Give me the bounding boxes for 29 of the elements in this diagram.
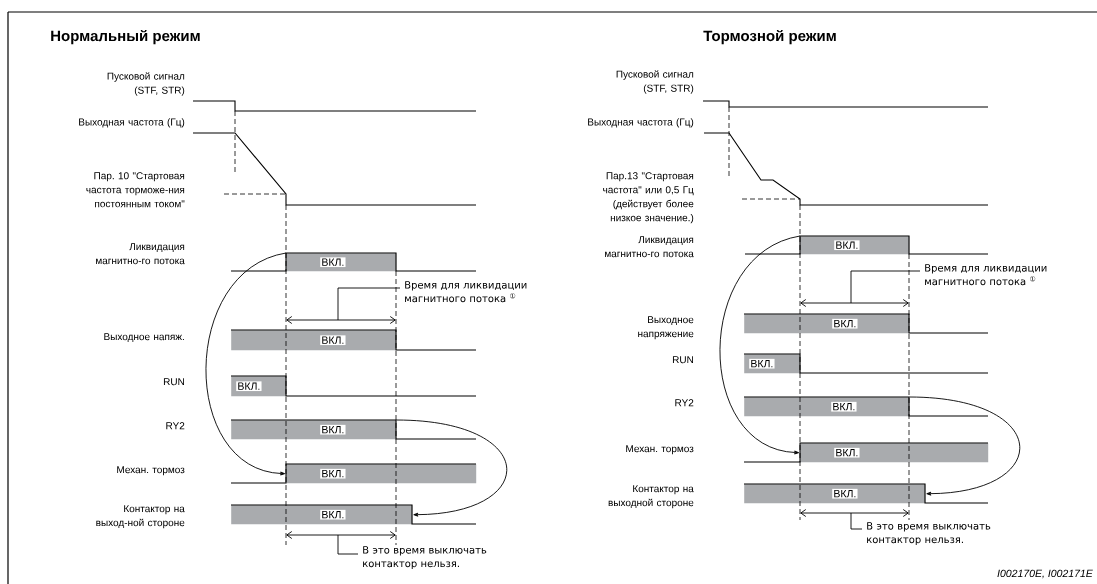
signal-label: Пар. 10 "Стартовая частота торможе-ния постоянным током" [86, 172, 185, 208]
cause-arrow [395, 419, 508, 517]
signal-label: Выходное напяж. [104, 333, 184, 343]
annotation-text: Время для ликвидации магнитного потока $^{①}$ [925, 264, 1047, 286]
signal-label: RUN [672, 356, 693, 364]
signal-label: Механ. тормоз [626, 445, 694, 455]
signal-label: RY2 [675, 399, 694, 407]
cause-arrow [908, 396, 1021, 496]
panel-title: Тормозной режим [703, 29, 836, 45]
signal-label: Выходная частота (Гц) [588, 118, 694, 128]
annotation-text: В это время выключать контактор нельзя. [363, 546, 487, 570]
signal-label: Механ. тормоз [117, 466, 185, 476]
signal-label: Ликвидация магнитно-го потока [96, 243, 185, 265]
annotation-text: Время для ликвидации магнитного потока $^{①}$ [405, 281, 527, 303]
signal-label: Пар.13 "Стартовая частота" или 0,5 Гц (действует более низкое значение.) [603, 172, 694, 224]
figure-id: I002170E, I002171E [997, 569, 1093, 579]
signal-label: RUN [163, 378, 184, 386]
signal-label: Контактор на выходной стороне [608, 485, 694, 509]
panel-title: Нормальный режим [51, 29, 200, 45]
cause-arrow [205, 252, 287, 476]
signal-label: Выходное напряжение [638, 316, 694, 340]
cause-arrow [719, 235, 801, 455]
signal-label: Контактор на выход-ной стороне [96, 505, 185, 529]
signal-label: Пусковой сигнал (STF, STR) [616, 70, 694, 94]
annotation-text: В это время выключать контактор нельзя. [867, 522, 991, 546]
signal-label: Пусковой сигнал (STF, STR) [107, 72, 185, 96]
signal-label: Ликвидация магнитно-го потока [605, 236, 694, 258]
signal-label: RY2 [166, 422, 185, 430]
signal-label: Выходная частота (Гц) [79, 118, 185, 128]
